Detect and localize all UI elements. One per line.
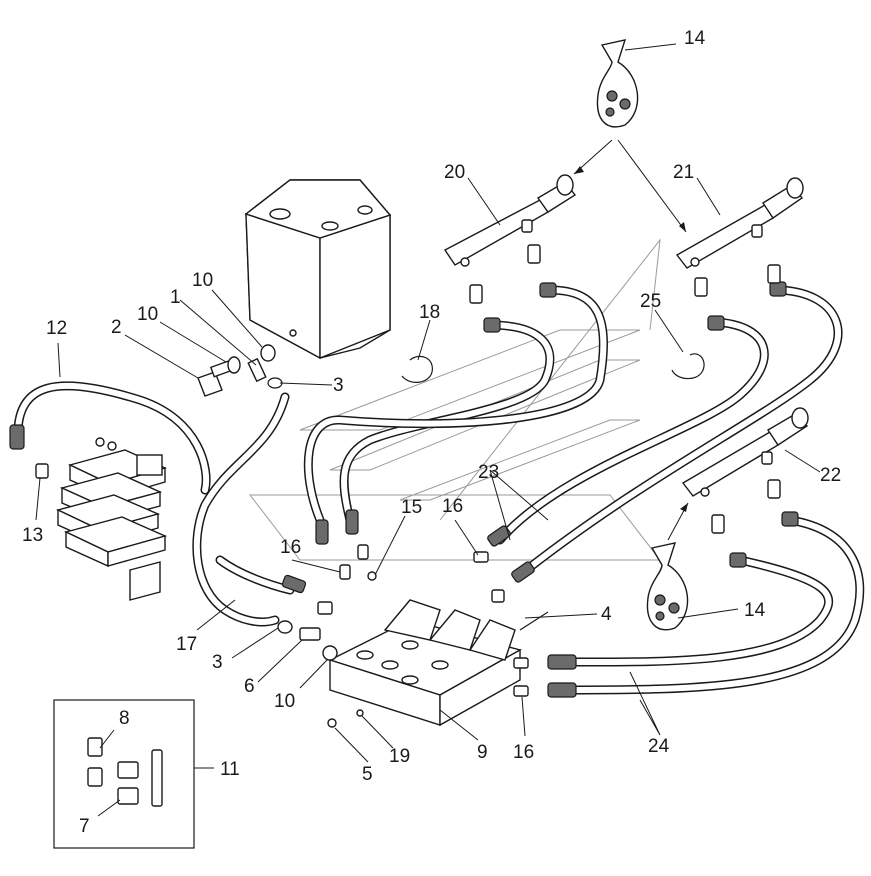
hardware-bag-top xyxy=(596,39,639,128)
oil-tank xyxy=(244,179,392,360)
callout-12: 12 xyxy=(46,318,67,339)
hose-23-right xyxy=(495,285,843,580)
callout-13: 13 xyxy=(22,525,43,546)
callout-11: 11 xyxy=(220,759,240,780)
callout-14-bottom: 14 xyxy=(744,600,766,621)
cylinder-fittings xyxy=(469,219,781,534)
callout-7: 7 xyxy=(79,816,90,837)
hardware-bag-bottom xyxy=(646,542,689,631)
callout-20: 20 xyxy=(444,162,465,183)
callout-25: 25 xyxy=(640,291,661,312)
callout-19: 19 xyxy=(389,746,410,767)
cylinder-20 xyxy=(443,174,577,267)
callout-24: 24 xyxy=(648,736,670,757)
callout-23: 23 xyxy=(478,462,499,483)
callout-16-bottom: 16 xyxy=(513,742,534,763)
callout-10-top: 10 xyxy=(192,270,213,291)
bag-arrows xyxy=(573,139,689,541)
cylinder-21 xyxy=(675,177,804,269)
callout-8: 8 xyxy=(119,708,130,729)
callout-5: 5 xyxy=(362,764,373,785)
circlip-18 xyxy=(401,355,433,383)
callout-10-mid: 10 xyxy=(137,304,158,325)
fitting-13 xyxy=(35,463,49,479)
callout-22: 22 xyxy=(820,465,841,486)
manifold-fittings xyxy=(277,544,549,728)
hose-17 xyxy=(192,392,295,627)
callout-16-left: 16 xyxy=(280,537,301,558)
control-valve-stack xyxy=(55,437,168,601)
cylinder-22 xyxy=(681,407,809,497)
callout-21: 21 xyxy=(673,162,694,183)
manifold-block xyxy=(328,599,522,727)
callout-18: 18 xyxy=(419,302,440,323)
inset-box xyxy=(53,699,214,849)
hose-24 xyxy=(555,515,865,695)
callout-3-top: 3 xyxy=(333,375,344,396)
callout-14-top: 14 xyxy=(684,28,706,49)
hose-23-left xyxy=(303,285,608,525)
callout-3-bottom: 3 xyxy=(212,652,223,673)
hose-end-fittings xyxy=(9,281,799,698)
circlip-25 xyxy=(671,353,705,380)
callout-2: 2 xyxy=(111,317,122,338)
callout-1: 1 xyxy=(170,287,181,308)
callout-16-center: 16 xyxy=(442,496,463,517)
callout-10-bottom: 10 xyxy=(274,691,295,712)
callout-labels: 14 20 21 10 1 18 25 12 10 2 3 22 23 15 1… xyxy=(22,28,841,837)
callout-6: 6 xyxy=(244,676,255,697)
leader-lines xyxy=(35,43,821,817)
hose-12 xyxy=(13,381,211,495)
callout-17: 17 xyxy=(176,634,197,655)
callout-15: 15 xyxy=(401,497,422,518)
callout-4: 4 xyxy=(601,604,612,625)
callout-9: 9 xyxy=(477,742,488,763)
